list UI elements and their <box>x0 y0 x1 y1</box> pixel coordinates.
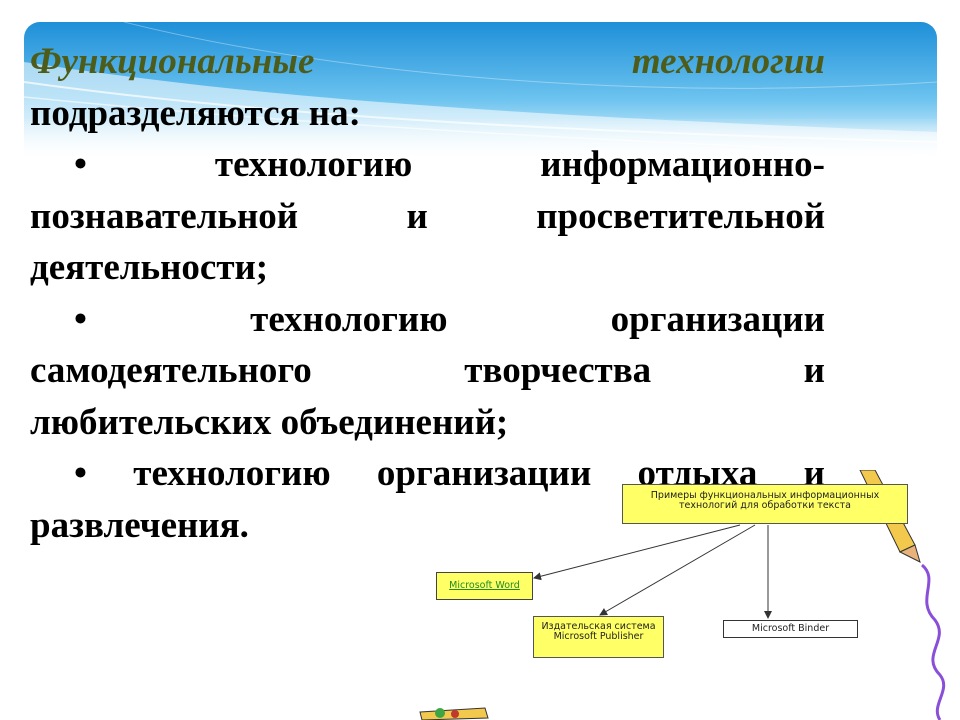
bullet-1: • <box>74 144 87 185</box>
item1-line-2: познавательной и просветительной <box>30 191 825 243</box>
bullet-3: • <box>74 453 87 494</box>
item2-line-1: • технологию организации <box>30 294 825 346</box>
diagram-word-box: Microsoft Word <box>436 572 533 600</box>
item1-line-3: деятельности; <box>30 247 269 288</box>
heading-emphasis-2: технологии <box>631 41 825 82</box>
item1-text-a: технологию <box>214 144 413 185</box>
item3-line-2: развлечения. <box>30 504 249 546</box>
item2-text-b: организации <box>610 298 825 340</box>
item1-text-b: информационно- <box>540 144 825 185</box>
item2-line-2: самодеятельного творчества и <box>30 345 825 397</box>
squiggle-decoration <box>920 563 946 720</box>
heading-line-1: Функциональные технологии <box>30 36 825 88</box>
item1-text-e: просветительной <box>536 195 826 237</box>
diagram-publisher-label: Издательская система Microsoft Publisher <box>541 621 656 642</box>
item2-text-c: самодеятельного <box>30 350 312 391</box>
item1-text-d: и <box>406 195 428 237</box>
diagram-binder-box: Microsoft Binder <box>723 620 858 638</box>
diagram-word-label: Microsoft Word <box>449 580 520 591</box>
diagram-publisher-box: Издательская система Microsoft Publisher <box>533 616 664 658</box>
item2-line-3: любительских объединений; <box>30 401 509 443</box>
diagram-binder-label: Microsoft Binder <box>751 623 830 634</box>
header-banner <box>24 22 937 162</box>
examples-diagram: Примеры функциональных информационных те… <box>400 470 960 720</box>
item2-text-d: творчества <box>464 350 652 391</box>
item2-text-e: и <box>803 350 825 391</box>
small-pencil-icon <box>419 707 489 720</box>
item1-line-1: • технологию информационно- <box>30 139 825 191</box>
bullet-2: • <box>74 298 87 340</box>
diagram-top-box-label: Примеры функциональных информационных те… <box>650 490 880 511</box>
heading-line-2: подразделяются на: <box>30 92 361 134</box>
heading-emphasis-1: Функциональные <box>30 41 315 82</box>
item2-text-a: технологию <box>250 298 448 340</box>
item1-text-c: познавательной <box>30 195 299 237</box>
diagram-top-box: Примеры функциональных информационных те… <box>622 484 908 524</box>
